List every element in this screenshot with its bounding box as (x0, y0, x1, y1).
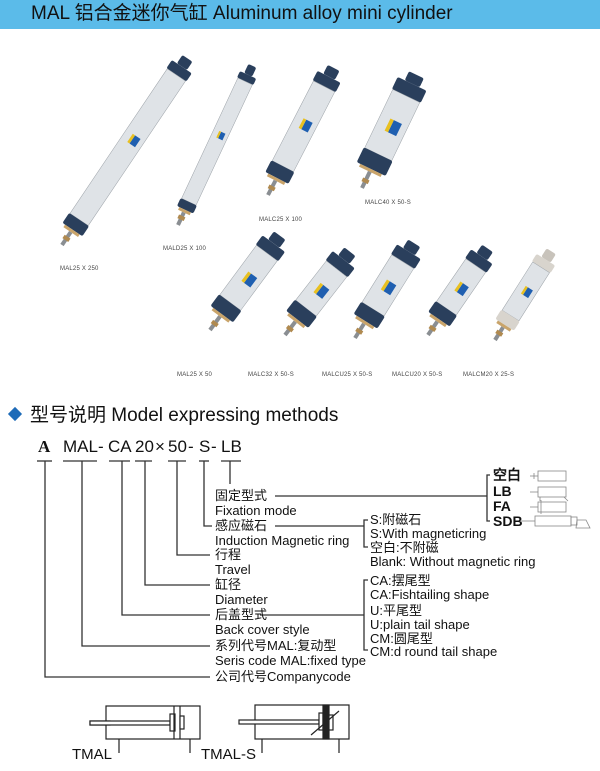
code-part-fixation: LB (221, 437, 242, 456)
cylinder-photo (176, 64, 256, 226)
fixation-option: 空白 (493, 467, 521, 483)
cylinder-photo (208, 232, 285, 332)
cylinder-photo (426, 245, 493, 337)
backcover-ca-en: CA:Fishtailing shape (370, 587, 490, 602)
product-label: MALD25 X 100 (163, 246, 207, 252)
product-label: MALC25 X 100 (259, 217, 303, 223)
backcover-cm-cn: CM:圆尾型 (370, 631, 433, 646)
code-part-dash: - (98, 437, 104, 456)
back-cover-cn: 后盖型式 (215, 607, 268, 622)
cylinder-photo (60, 55, 192, 247)
backcover-cm-en: CM:d round tail shape (370, 644, 498, 659)
product-label: MALCM20 X 25-S (463, 372, 515, 378)
product-label: MALCU20 X 50-S (392, 372, 443, 378)
backcover-u-cn: U:平尾型 (370, 603, 423, 618)
section-heading: 型号说明 Model expressing methods (7, 400, 339, 427)
code-part-backcover: CA (108, 437, 132, 456)
cylinder-photo (357, 71, 426, 189)
back-cover-en: Back cover style (215, 622, 310, 637)
magnet-blank-cn: 空白:不附磁 (370, 540, 439, 555)
fixation-en: Fixation mode (215, 503, 297, 518)
mount-sketch-sdb (521, 515, 591, 529)
magnet-blank-en: Blank: Without magnetic ring (370, 554, 536, 569)
travel-en: Travel (215, 562, 251, 577)
induction-cn: 感应磁石 (215, 518, 268, 533)
code-part-series: MAL (63, 437, 98, 456)
title-banner: MAL 铝合金迷你气缸 Aluminum alloy mini cylinder (0, 0, 600, 29)
product-label: MAL25 X 250 (60, 266, 99, 272)
product-label: MALC40 X 50-S (365, 200, 411, 206)
tmal-symbol (89, 705, 201, 753)
fixation-option: FA (493, 498, 511, 514)
product-label: MALC32 X 50-S (248, 372, 294, 378)
cylinder-photo (283, 248, 355, 337)
series-en: Seris code MAL:fixed type (215, 653, 367, 668)
cylinder-photo (493, 249, 556, 342)
code-part-travel: 50 (168, 437, 187, 456)
code-part-dash: - (188, 437, 194, 456)
fixation-option: SDB (493, 513, 523, 529)
induction-en: Induction Magnetic ring (215, 533, 350, 548)
travel-cn: 行程 (215, 547, 242, 562)
series-cn: 系列代号MAL:复动型 (215, 638, 337, 653)
magnet-s-cn: S:附磁石 (370, 512, 422, 527)
diameter-en: Diameter (215, 592, 268, 607)
magnet-s-en: S:With magneticring (370, 526, 487, 541)
code-part-dash: - (211, 437, 217, 456)
section-title: 型号说明 Model expressing methods (30, 405, 339, 426)
diameter-cn: 缸径 (215, 577, 242, 592)
tmal-s-symbol (238, 704, 350, 753)
mount-sketch-fa (530, 500, 567, 514)
fixation-cn: 固定型式 (215, 488, 268, 503)
tmal-s-label: TMAL-S (201, 746, 257, 763)
tmal-label: TMAL (72, 746, 113, 763)
product-label: MALCU25 X 50-S (322, 372, 373, 378)
cylinder-photo (265, 65, 340, 196)
company-cn: 公司代号Companycode (215, 669, 351, 684)
code-part-magnet: S (199, 437, 211, 456)
backcover-ca-cn: CA:摆尾型 (370, 573, 431, 588)
mount-sketch-blank (530, 470, 567, 482)
code-part-company: A (38, 437, 51, 456)
backcover-u-en: U:plain tail shape (370, 617, 470, 632)
fixation-option: LB (493, 483, 512, 499)
code-part-diameter: 20 (135, 437, 154, 456)
mount-sketch-lb (530, 486, 569, 502)
product-photos (60, 55, 556, 342)
code-part-times: × (155, 437, 165, 456)
cylinder-photo (353, 240, 421, 340)
page-title: MAL 铝合金迷你气缸 Aluminum alloy mini cylinder (31, 3, 453, 24)
product-label: MAL25 X 50 (177, 372, 213, 378)
